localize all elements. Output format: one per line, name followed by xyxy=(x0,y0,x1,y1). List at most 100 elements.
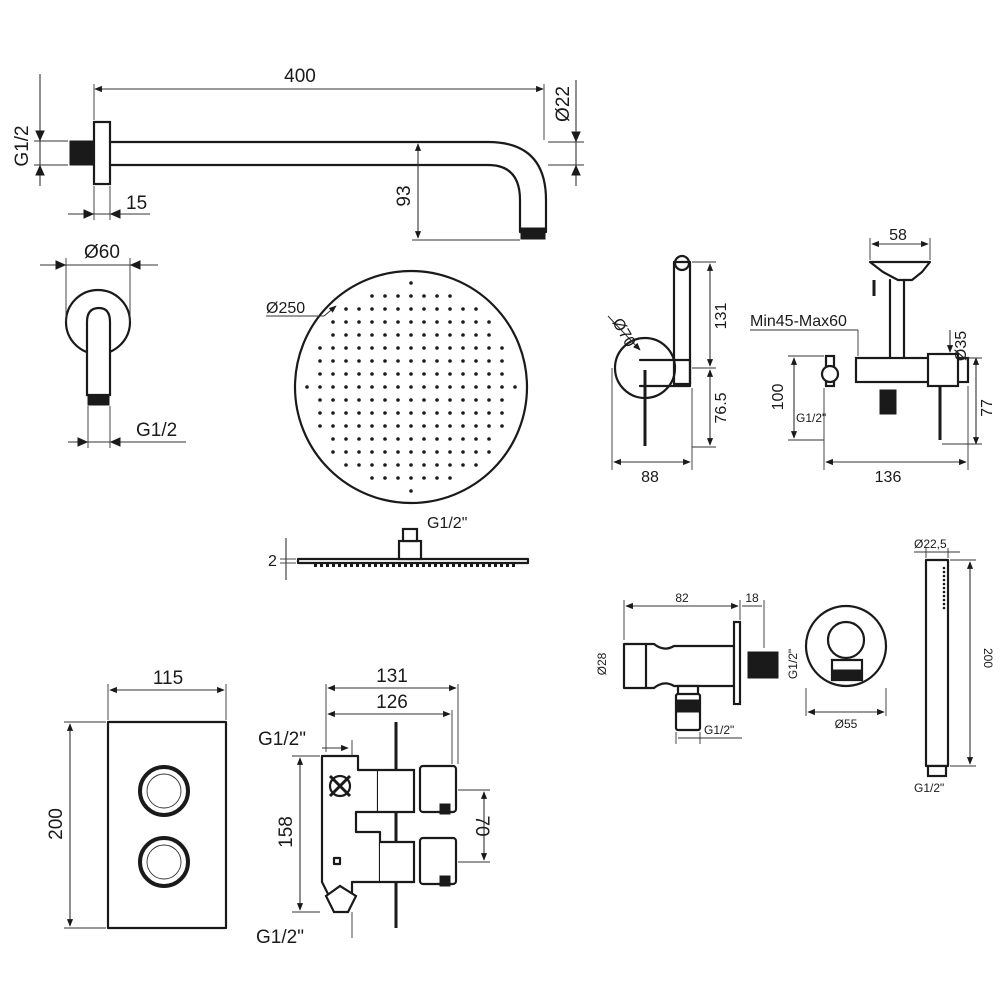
nozzle xyxy=(474,450,478,454)
nozzle xyxy=(409,333,413,337)
profile-nozzle xyxy=(314,564,317,567)
nozzle xyxy=(396,320,400,324)
nozzle xyxy=(487,398,491,402)
mixer-width-label: 58 xyxy=(889,227,907,244)
nozzle xyxy=(396,476,400,480)
nozzle xyxy=(344,372,348,376)
nozzle xyxy=(435,372,439,376)
body-inner-depth-label: 126 xyxy=(376,692,408,713)
nozzle xyxy=(357,307,361,311)
body-spacing-label: 70 xyxy=(471,815,492,836)
outlet-diameter-label: Ø28 xyxy=(595,652,609,675)
plate-height-label: 200 xyxy=(46,808,67,840)
thermostatic-body-view: 131 126 158 70 G1/2" G1/2" xyxy=(256,666,492,948)
head-connector-thread xyxy=(401,527,419,543)
profile-nozzle xyxy=(350,564,353,567)
hand-shower-view: Ø22,5 200 G1/2" xyxy=(914,537,995,795)
profile-nozzle xyxy=(338,564,341,567)
hand-shower-body xyxy=(924,558,950,768)
nozzle xyxy=(318,424,322,428)
nozzle xyxy=(500,346,504,350)
nozzle xyxy=(370,398,374,402)
profile-nozzle xyxy=(470,564,473,567)
nozzle xyxy=(435,463,439,467)
nozzle xyxy=(344,333,348,337)
nozzle xyxy=(448,346,452,350)
valve-body-bottom-outlet xyxy=(324,884,358,914)
valve-handle xyxy=(672,260,692,386)
nozzle xyxy=(357,333,361,337)
nozzle xyxy=(448,437,452,441)
flange-depth-label: 15 xyxy=(126,193,147,214)
nozzle xyxy=(474,437,478,441)
hand-nozzle xyxy=(942,602,946,606)
nozzle xyxy=(331,320,335,324)
mixer-collar xyxy=(926,352,960,388)
nozzle xyxy=(344,463,348,467)
nozzle xyxy=(383,346,387,350)
nozzle xyxy=(331,346,335,350)
nozzle xyxy=(357,346,361,350)
nozzle xyxy=(383,450,387,454)
nozzle xyxy=(409,307,413,311)
profile-nozzle xyxy=(440,564,443,567)
nozzle xyxy=(396,372,400,376)
profile-nozzle xyxy=(512,564,515,567)
profile-nozzle xyxy=(380,564,383,567)
nozzle xyxy=(435,294,439,298)
profile-nozzle xyxy=(476,564,479,567)
nozzle xyxy=(383,307,387,311)
head-thread-label: G1/2" xyxy=(427,515,467,532)
arm-drop-pipe xyxy=(85,306,112,397)
profile-nozzle xyxy=(398,564,401,567)
nozzle xyxy=(396,437,400,441)
nozzle xyxy=(435,320,439,324)
mixer-inlet-thread xyxy=(879,389,897,415)
nozzle xyxy=(344,307,348,311)
nozzle xyxy=(357,385,361,389)
nozzle xyxy=(448,450,452,454)
nozzle xyxy=(422,307,426,311)
nozzle xyxy=(396,294,400,298)
profile-nozzle xyxy=(386,564,389,567)
body-outer-depth-label: 131 xyxy=(376,666,408,687)
outlet-front-rosette xyxy=(804,604,888,688)
nozzle xyxy=(383,333,387,337)
nozzle xyxy=(487,411,491,415)
valve-lever-height-label: 76.5 xyxy=(713,392,730,423)
nozzle xyxy=(487,333,491,337)
body-thread-bottom-label: G1/2" xyxy=(256,927,304,948)
nozzle xyxy=(383,411,387,415)
nozzle xyxy=(383,320,387,324)
nozzle xyxy=(474,463,478,467)
nozzle xyxy=(370,437,374,441)
nozzle xyxy=(318,346,322,350)
nozzle xyxy=(448,411,452,415)
nozzle xyxy=(448,385,452,389)
profile-nozzle xyxy=(458,564,461,567)
nozzle xyxy=(474,372,478,376)
thermostatic-plate-view: 115 200 xyxy=(46,668,228,930)
nozzle xyxy=(448,372,452,376)
nozzle xyxy=(435,450,439,454)
hand-nozzle xyxy=(942,566,946,570)
hand-nozzle xyxy=(942,590,946,594)
nozzle xyxy=(370,411,374,415)
mixer-inlet xyxy=(820,364,840,384)
valve-body xyxy=(638,358,692,388)
nozzle xyxy=(461,424,465,428)
nozzle xyxy=(370,476,374,480)
valve-depth-label: 88 xyxy=(641,469,659,486)
profile-nozzle xyxy=(392,564,395,567)
outlet-flange-label: 18 xyxy=(745,591,759,605)
nozzle xyxy=(331,372,335,376)
mixer-height-label: 100 xyxy=(770,384,787,411)
nozzle xyxy=(500,372,504,376)
hand-nozzle xyxy=(942,606,946,610)
nozzle xyxy=(474,320,478,324)
profile-nozzle xyxy=(482,564,485,567)
nozzle xyxy=(422,320,426,324)
nozzle xyxy=(435,476,439,480)
cartridge-bottom-knob xyxy=(418,836,458,886)
nozzle xyxy=(383,424,387,428)
